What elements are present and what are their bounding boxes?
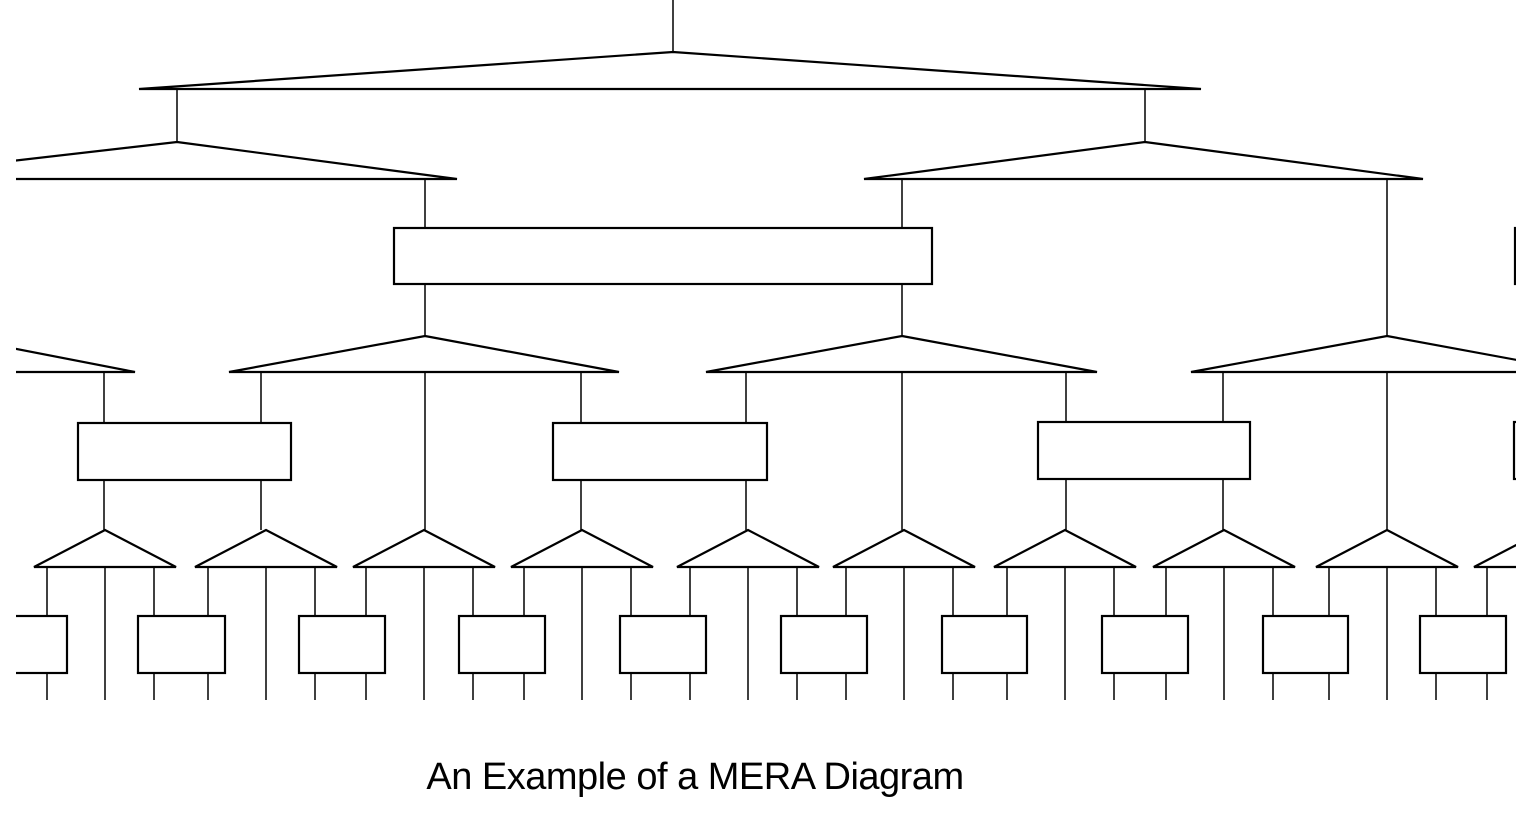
layer-3-disentangler bbox=[779, 614, 869, 675]
layer-3-disentangler bbox=[136, 614, 227, 675]
layer-3-disentangler bbox=[1418, 614, 1508, 675]
layer-2-isometry bbox=[1190, 334, 1516, 374]
layer-3-isometry bbox=[832, 528, 976, 569]
layer-3-isometry bbox=[352, 528, 496, 569]
layer-3-isometry bbox=[1152, 528, 1296, 569]
layer-3-isometry bbox=[510, 528, 654, 569]
diagram-caption: An Example of a MERA Diagram bbox=[426, 756, 964, 798]
tensors bbox=[16, 50, 1516, 675]
layer-3-isometry bbox=[1473, 543, 1516, 569]
layer-2-disentangler bbox=[1036, 420, 1252, 481]
layer-2-isometry bbox=[228, 334, 620, 374]
layer-3-isometry bbox=[993, 528, 1137, 569]
layer-2-disentangler bbox=[1512, 420, 1516, 481]
layer-3-isometry bbox=[1315, 528, 1459, 569]
layer-3-isometry bbox=[33, 528, 177, 569]
layer-1-isometry bbox=[16, 140, 458, 181]
layer-3-disentangler bbox=[16, 614, 69, 675]
layer-3-disentangler bbox=[1100, 614, 1190, 675]
layer-3-disentangler bbox=[1261, 614, 1350, 675]
layer-1-disentangler bbox=[392, 226, 934, 286]
top-isometry bbox=[138, 50, 1202, 91]
layer-3-disentangler bbox=[457, 614, 547, 675]
layer-3-isometry bbox=[676, 528, 820, 569]
layer-1-disentangler bbox=[1513, 226, 1516, 286]
layer-3-disentangler bbox=[297, 614, 387, 675]
layer-3-disentangler bbox=[940, 614, 1029, 675]
layer-1-isometry bbox=[863, 140, 1424, 181]
layer-2-disentangler bbox=[551, 421, 769, 482]
layer-2-isometry bbox=[16, 347, 136, 374]
tensor-legs bbox=[46, 0, 1488, 700]
layer-2-isometry bbox=[705, 334, 1098, 374]
layer-3-disentangler bbox=[618, 614, 708, 675]
layer-3-isometry bbox=[194, 528, 338, 569]
layer-2-disentangler bbox=[76, 421, 293, 482]
